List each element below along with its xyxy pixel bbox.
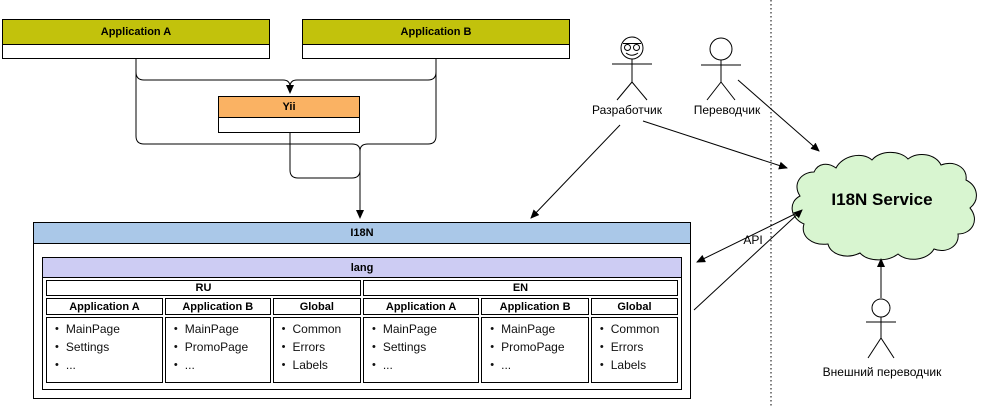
translator-actor — [701, 37, 741, 101]
developer-to-cloud-arrow — [642, 120, 788, 170]
ru-app-a-items: MainPage Settings ... — [46, 317, 163, 383]
yii-to-i18n-connector — [289, 133, 361, 179]
list-item: ... — [53, 357, 160, 375]
developer-label: Разработчик — [592, 103, 662, 117]
lang-group-row: RU EN — [46, 280, 678, 296]
list-item: Common — [280, 321, 358, 339]
ru-global-header: Global — [272, 298, 361, 315]
list-item: PromoPage — [488, 339, 586, 357]
developer-to-i18n-arrow — [530, 124, 621, 219]
list-item: MainPage — [53, 321, 160, 339]
list-item: ... — [488, 357, 586, 375]
translator-label: Переводчик — [693, 103, 761, 117]
lang-table: RU EN Application A Application B Global… — [44, 278, 680, 385]
lang-colhead-row: Application A Application B Global Appli… — [46, 298, 678, 315]
list-item: MainPage — [172, 321, 268, 339]
ru-app-b-items: MainPage PromoPage ... — [164, 317, 271, 383]
application-b-title: Application B — [303, 20, 569, 45]
en-app-b-items: MainPage PromoPage ... — [481, 317, 589, 383]
application-a-box: Application A — [2, 19, 270, 59]
cloud-shape-icon — [791, 151, 977, 261]
list-item: Labels — [598, 357, 675, 375]
en-global-items: Common Errors Labels — [590, 317, 678, 383]
lang-title: lang — [43, 258, 681, 278]
list-item: ... — [172, 357, 268, 375]
list-item: PromoPage — [172, 339, 268, 357]
ru-global-items: Common Errors Labels — [272, 317, 361, 383]
list-item: Common — [598, 321, 675, 339]
apps-to-i18n-brace — [135, 59, 437, 219]
en-global-header: Global — [590, 298, 678, 315]
ru-app-b-header: Application B — [164, 298, 271, 315]
list-item: Labels — [280, 357, 358, 375]
yii-title: Yii — [219, 97, 359, 118]
en-app-a-items: MainPage Settings ... — [362, 317, 480, 383]
i18n-to-cloud-arrow — [693, 209, 803, 311]
i18n-title: I18N — [34, 223, 690, 244]
translator-to-cloud-arrow — [737, 79, 820, 152]
list-item: Settings — [370, 339, 476, 357]
list-item: MainPage — [370, 321, 476, 339]
lang-group-ru: RU — [46, 280, 361, 296]
list-item: MainPage — [488, 321, 586, 339]
application-a-title: Application A — [3, 20, 269, 45]
lang-group-en: EN — [362, 280, 678, 296]
developer-actor — [612, 36, 652, 101]
developer-glasses-face-icon — [623, 43, 641, 56]
en-app-b-header: Application B — [481, 298, 589, 315]
cloud-to-i18n-arrow — [696, 211, 800, 263]
list-item: Settings — [53, 339, 160, 357]
application-b-box: Application B — [302, 19, 570, 59]
en-app-a-header: Application A — [362, 298, 480, 315]
list-item: Errors — [598, 339, 675, 357]
yii-box: Yii — [218, 96, 360, 133]
cloud-service-label: I18N Service — [831, 190, 933, 209]
lang-box: lang RU EN Application A Application B G… — [42, 257, 682, 390]
ru-app-a-header: Application A — [46, 298, 163, 315]
external-translator-label: Внешний переводчик — [822, 365, 942, 379]
api-label: API — [743, 233, 763, 247]
lang-items-row: MainPage Settings ... MainPage PromoPage… — [46, 317, 678, 383]
list-item: ... — [370, 357, 476, 375]
relation-arrows — [530, 79, 885, 311]
list-item: Errors — [280, 339, 358, 357]
external-translator-actor — [866, 298, 896, 359]
apps-to-yii-brace — [135, 59, 437, 94]
i18n-box: I18N lang RU EN Application A Applicatio… — [33, 222, 691, 399]
